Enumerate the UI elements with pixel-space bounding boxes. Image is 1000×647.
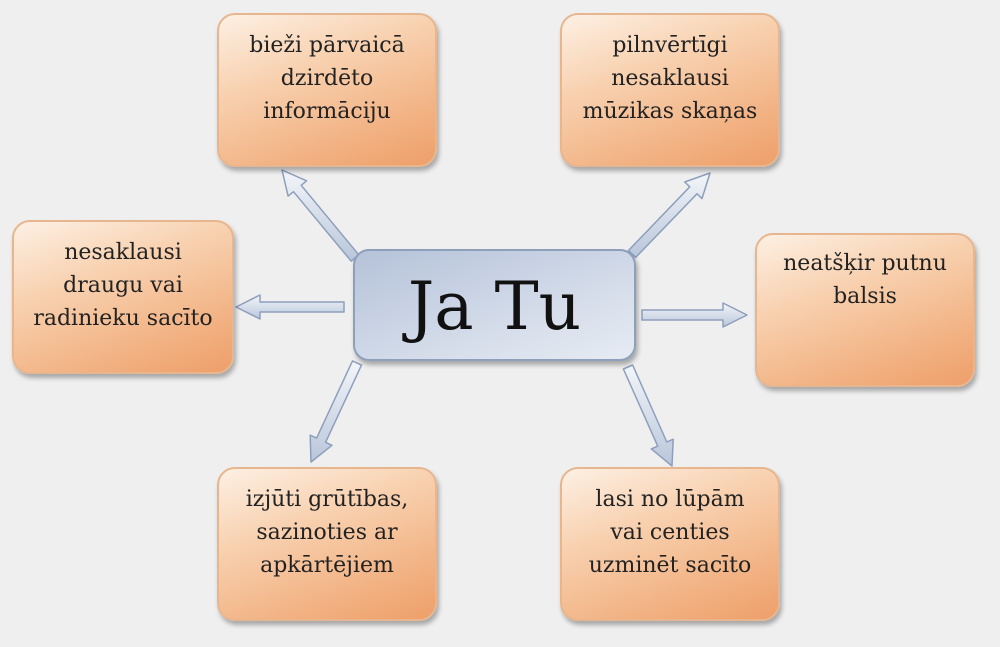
- box-middle-left-line-3: radinieku sacīto: [33, 306, 213, 331]
- box-top-right-line-3: mūzikas skaņas: [582, 99, 758, 124]
- box-top-right-line-1: pilnvērtīgi: [612, 33, 728, 58]
- box-top-left: bieži pārvaicā dzirdēto informāciju: [217, 13, 437, 167]
- box-top-right: pilnvērtīgi nesaklausi mūzikas skaņas: [560, 13, 780, 167]
- arrow-to-middle-right: [641, 302, 748, 328]
- box-middle-right-line-2: balsis: [833, 284, 897, 309]
- center-title: Ja Tu: [407, 268, 582, 345]
- arrow-to-top-right: [627, 172, 711, 259]
- box-bottom-right: lasi no lūpām vai centies uzminēt sacīto: [560, 467, 780, 621]
- box-middle-left: nesaklausi draugu vai radinieku sacīto: [12, 220, 234, 374]
- box-bottom-left: izjūti grūtības, sazinoties ar apkārtēji…: [217, 467, 437, 621]
- box-top-left-line-1: bieži pārvaicā: [249, 33, 405, 58]
- box-bottom-left-line-3: apkārtējiem: [260, 553, 394, 578]
- box-top-left-line-2: dzirdēto: [280, 66, 374, 91]
- box-bottom-right-line-3: uzminēt sacīto: [588, 553, 752, 578]
- box-middle-right: neatšķir putnu balsis: [755, 233, 975, 387]
- arrow-to-top-left: [281, 169, 360, 262]
- box-middle-right-line-1: neatšķir putnu: [783, 251, 947, 276]
- arrow-to-middle-left: [235, 294, 345, 320]
- box-bottom-left-line-2: sazinoties ar: [256, 520, 398, 545]
- box-top-right-line-2: nesaklausi: [611, 66, 729, 91]
- box-bottom-right-line-2: vai centies: [610, 520, 730, 545]
- center-node: Ja Tu: [353, 249, 636, 361]
- box-middle-left-line-2: draugu vai: [63, 273, 183, 298]
- arrow-to-bottom-right: [622, 364, 674, 467]
- box-bottom-left-line-1: izjūti grūtības,: [245, 487, 409, 512]
- box-middle-left-line-1: nesaklausi: [64, 240, 182, 265]
- box-top-left-line-3: informāciju: [263, 99, 391, 124]
- box-bottom-right-line-1: lasi no lūpām: [595, 487, 745, 512]
- arrow-to-bottom-left: [309, 360, 363, 463]
